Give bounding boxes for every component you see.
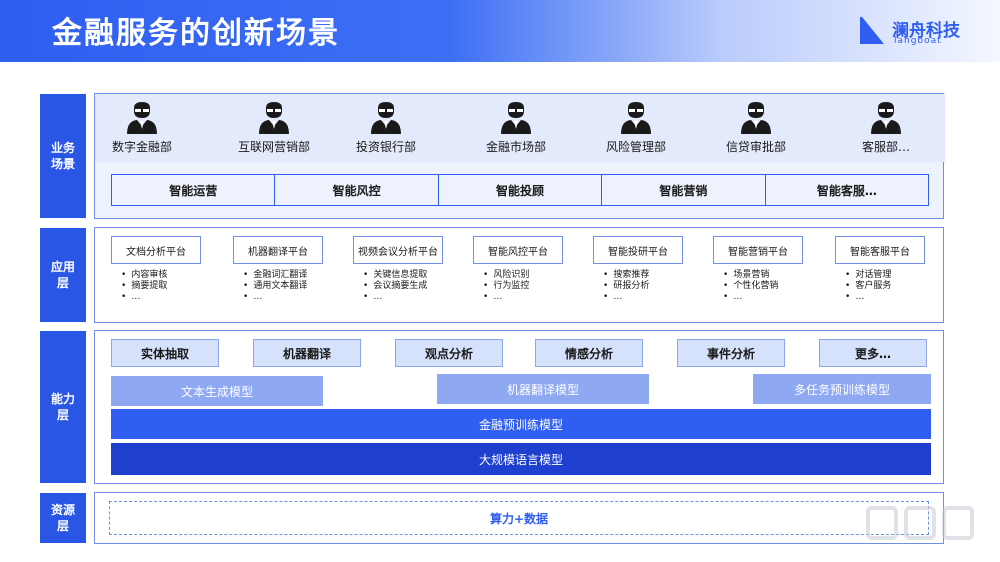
department-name: 数字金融部 [111, 140, 172, 154]
ability-panel: 文本生成模型 机器翻译模型 多任务预训练模型 金融预训练模型 大规模语言模型 实… [94, 330, 944, 484]
platform-name: 智能风控平台 [473, 236, 563, 264]
department-item: 金融市场部 [461, 102, 571, 155]
person-icon [125, 102, 159, 134]
department-item: 投资银行部 [331, 102, 441, 155]
platform-features: 对话管理客户服务… [845, 270, 925, 303]
platform-features: 内容审核摘要提取… [121, 270, 201, 303]
layer-label-resource: 资源层 [40, 493, 86, 543]
feature-item: 摘要提取 [121, 281, 201, 292]
department-name: 客服部… [861, 140, 910, 154]
logo-sub: langboat [894, 36, 942, 46]
department-name: 互联网营销部 [237, 140, 310, 154]
department-name: 风险管理部 [605, 140, 666, 154]
compute-data-box: 算力+数据 [109, 501, 929, 535]
platform-name: 智能营销平台 [713, 236, 803, 264]
platform-features: 金融词汇翻译通用文本翻译… [243, 270, 323, 303]
platform-card: 智能风控平台风险识别行为监控… [473, 236, 563, 303]
department-name: 投资银行部 [355, 140, 416, 154]
ability-item: 事件分析 [677, 339, 785, 367]
feature-item: 金融词汇翻译 [243, 270, 323, 281]
platform-card: 智能客服平台对话管理客户服务… [835, 236, 925, 303]
feature-item: … [121, 292, 201, 303]
financial-pretrain-model: 金融预训练模型 [111, 409, 931, 439]
page-title: 金融服务的创新场景 [52, 16, 340, 51]
text-generation-model: 文本生成模型 [111, 376, 323, 406]
feature-item: 行为监控 [483, 281, 563, 292]
feature-item: … [723, 292, 803, 303]
machine-translation-model: 机器翻译模型 [437, 374, 649, 404]
platform-card: 智能投研平台搜索推荐研报分析… [593, 236, 683, 303]
feature-item: 搜索推荐 [603, 270, 683, 281]
person-icon [369, 102, 403, 134]
platform-name: 文档分析平台 [111, 236, 201, 264]
feature-item: 个性化营销 [723, 281, 803, 292]
resource-panel: 算力+数据 [94, 492, 944, 544]
platform-features: 关键信息提取会议摘要生成… [363, 270, 443, 303]
person-icon [619, 102, 653, 134]
smart-scenario: 智能运营 [112, 175, 276, 205]
feature-item: … [363, 292, 443, 303]
department-item: 风险管理部 [581, 102, 691, 155]
department-item: 互联网营销部 [219, 102, 329, 155]
department-name: 金融市场部 [485, 140, 546, 154]
watermark-icon [866, 506, 974, 540]
person-icon [499, 102, 533, 134]
layer-label-business: 业务场景 [40, 94, 86, 218]
platform-card: 智能营销平台场景营销个性化营销… [713, 236, 803, 303]
layer-label-app: 应用层 [40, 228, 86, 322]
smart-scenario: 智能营销 [602, 175, 766, 205]
platform-name: 智能客服平台 [835, 236, 925, 264]
person-icon [869, 102, 903, 134]
ability-item: 更多… [819, 339, 927, 367]
feature-item: 场景营销 [723, 270, 803, 281]
platform-card: 机器翻译平台金融词汇翻译通用文本翻译… [233, 236, 323, 303]
logo: 澜舟科技 langboat [856, 14, 976, 50]
smart-scenarios-row: 智能运营智能风控智能投顾智能营销 智能客服… [111, 174, 929, 206]
layer-label-ability: 能力层 [40, 331, 86, 483]
smart-scenario: 智能客服… [816, 183, 877, 198]
platform-name: 智能投研平台 [593, 236, 683, 264]
feature-item: 对话管理 [845, 270, 925, 281]
ability-item: 情感分析 [535, 339, 643, 367]
feature-item: 内容审核 [121, 270, 201, 281]
platform-name: 机器翻译平台 [233, 236, 323, 264]
feature-item: … [845, 292, 925, 303]
ability-item: 机器翻译 [253, 339, 361, 367]
logo-mark-icon [860, 16, 884, 44]
feature-item: … [603, 292, 683, 303]
app-panel: 文档分析平台内容审核摘要提取…机器翻译平台金融词汇翻译通用文本翻译…视频会议分析… [94, 227, 944, 323]
department-item: 客服部… [831, 102, 941, 155]
feature-item: … [243, 292, 323, 303]
platform-card: 视频会议分析平台关键信息提取会议摘要生成… [353, 236, 443, 303]
feature-item: 通用文本翻译 [243, 281, 323, 292]
department-name: 信贷审批部 [725, 140, 786, 154]
large-language-model: 大规模语言模型 [111, 443, 931, 475]
smart-scenario: 智能风控 [275, 175, 439, 205]
smart-scenario: 智能投顾 [439, 175, 603, 205]
platform-name: 视频会议分析平台 [353, 236, 443, 264]
platform-features: 风险识别行为监控… [483, 270, 563, 303]
platform-features: 场景营销个性化营销… [723, 270, 803, 303]
ability-item: 实体抽取 [111, 339, 219, 367]
person-icon [257, 102, 291, 134]
business-panel: 数字金融部 互联网营销部 投资银行部 金融市场部 风险管理部 信贷审批部 客服部… 智能运营… [94, 93, 945, 219]
multitask-pretrain-model: 多任务预训练模型 [753, 374, 931, 404]
platform-card: 文档分析平台内容审核摘要提取… [111, 236, 201, 303]
feature-item: 关键信息提取 [363, 270, 443, 281]
department-row: 数字金融部 互联网营销部 投资银行部 金融市场部 风险管理部 信贷审批部 客服部… [95, 94, 945, 162]
header-banner: 金融服务的创新场景 [0, 0, 1000, 62]
department-item: 信贷审批部 [701, 102, 811, 155]
feature-item: 风险识别 [483, 270, 563, 281]
ability-item: 观点分析 [395, 339, 503, 367]
department-item: 数字金融部 [87, 102, 197, 155]
feature-item: 客户服务 [845, 281, 925, 292]
feature-item: 研报分析 [603, 281, 683, 292]
platform-features: 搜索推荐研报分析… [603, 270, 683, 303]
logo-name: 澜舟科技 [892, 21, 960, 41]
person-icon [739, 102, 773, 134]
feature-item: … [483, 292, 563, 303]
feature-item: 会议摘要生成 [363, 281, 443, 292]
